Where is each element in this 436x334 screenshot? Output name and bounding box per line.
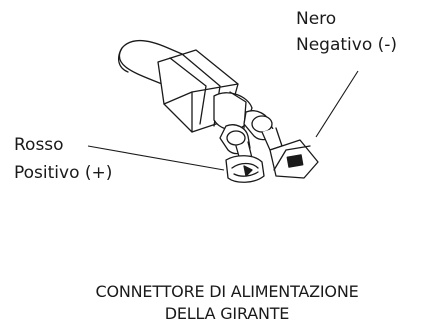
black-label-leader-line	[315, 70, 359, 138]
red-wire-polarity: Positivo (+)	[14, 163, 113, 183]
black-spade-terminal	[269, 139, 319, 179]
red-wire-label: Rosso Positivo (+)	[14, 134, 112, 184]
caption-line-1: CONNETTORE DI ALIMENTAZIONE	[95, 282, 359, 301]
red-spade-terminal	[225, 155, 265, 183]
black-wire	[243, 110, 283, 151]
black-wire-label: Nero Negativo (-)	[296, 8, 397, 56]
red-wire-color-name: Rosso	[14, 135, 64, 155]
black-wire-polarity: Negativo (-)	[296, 35, 398, 55]
diagram-caption: CONNETTORE DI ALIMENTAZIONE DELLA GIRANT…	[0, 281, 436, 325]
caption-line-2: DELLA GIRANTE	[164, 304, 290, 323]
black-wire-color-name: Nero	[296, 9, 337, 29]
red-label-leader-line	[87, 145, 225, 171]
red-wire	[219, 124, 253, 161]
